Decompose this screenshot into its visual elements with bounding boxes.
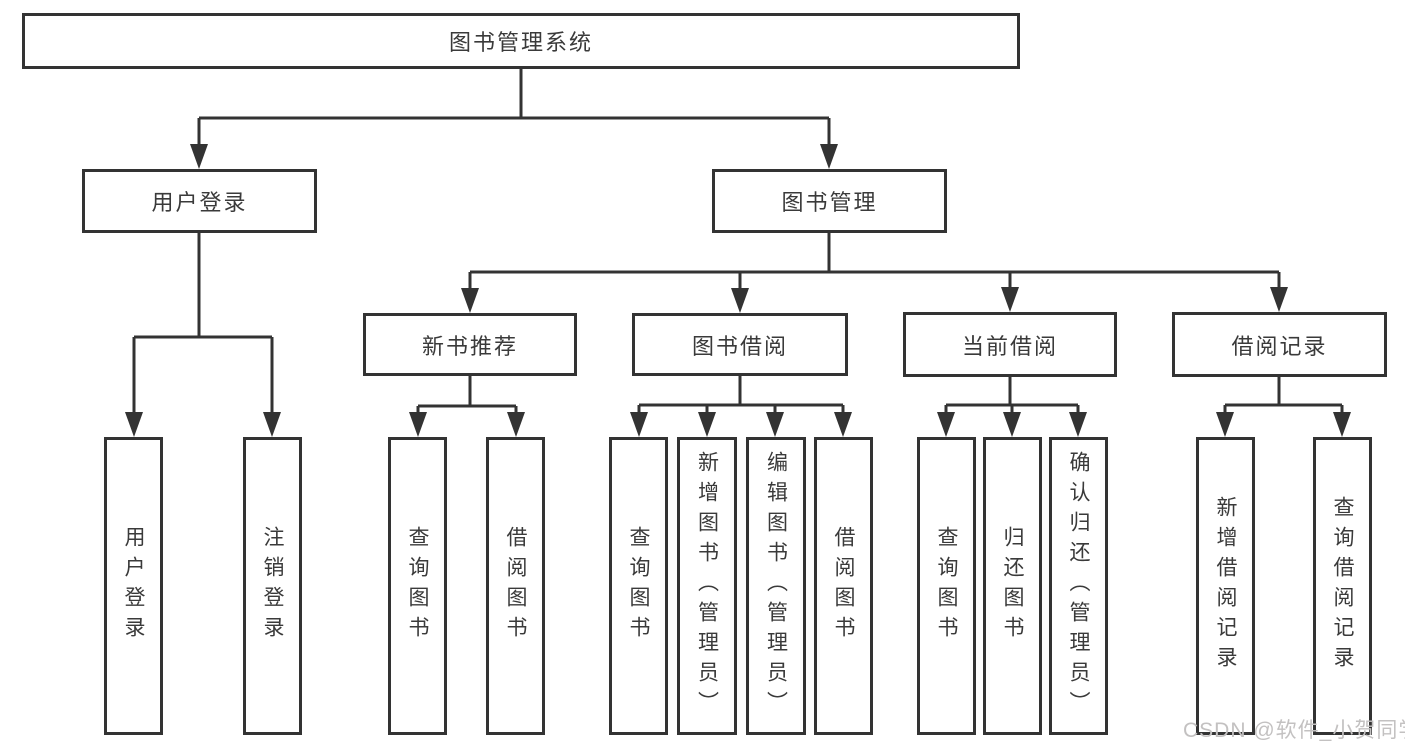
leaf-recommend-query-book: 查询图书: [388, 437, 447, 735]
leaf-borrow-query-book: 查询图书: [609, 437, 668, 735]
leaf-logout-label: 注销登录: [261, 526, 284, 646]
node-user-login-label: 用户登录: [151, 190, 248, 215]
leaf-query-borrow-record: 查询借阅记录: [1313, 437, 1372, 735]
leaf-recommend-borrow-book: 借阅图书: [486, 437, 545, 735]
leaf-confirm-return-admin-label: 确认归还（管理员）: [1067, 451, 1090, 721]
leaf-edit-book-admin: 编辑图书（管理员）: [746, 437, 806, 735]
node-new-book-recommend-label: 新书推荐: [421, 333, 518, 359]
leaf-recommend-borrow-book-label: 借阅图书: [504, 526, 527, 646]
node-book-borrow: 图书借阅: [632, 313, 848, 376]
leaf-borrow-query-book-label: 查询图书: [627, 526, 650, 646]
leaf-return-book-label: 归还图书: [1001, 526, 1024, 646]
leaf-logout: 注销登录: [243, 437, 302, 735]
leaf-return-book: 归还图书: [983, 437, 1042, 735]
node-book-management-label: 图书管理: [781, 190, 878, 215]
node-book-borrow-label: 图书借阅: [691, 333, 788, 359]
node-new-book-recommend: 新书推荐: [363, 313, 577, 376]
arrowheads: [125, 144, 1351, 437]
leaf-user-login: 用户登录: [104, 437, 163, 735]
leaf-query-borrow-record-label: 查询借阅记录: [1331, 496, 1354, 676]
leaf-confirm-return-admin: 确认归还（管理员）: [1049, 437, 1108, 735]
node-user-login: 用户登录: [82, 169, 317, 233]
leaf-recommend-query-book-label: 查询图书: [406, 526, 429, 646]
leaf-add-book-admin-label: 新增图书（管理员）: [695, 451, 719, 721]
leaf-user-login-label: 用户登录: [122, 526, 145, 646]
leaf-edit-book-admin-label: 编辑图书（管理员）: [764, 451, 788, 721]
leaf-borrow-book-label: 借阅图书: [832, 526, 855, 646]
leaf-current-query-book-label: 查询图书: [935, 526, 958, 646]
leaf-borrow-book: 借阅图书: [814, 437, 873, 735]
node-current-borrow: 当前借阅: [903, 312, 1117, 377]
node-root-label: 图书管理系统: [448, 30, 593, 55]
node-borrow-records: 借阅记录: [1172, 312, 1387, 377]
leaf-current-query-book: 查询图书: [917, 437, 976, 735]
leaf-add-borrow-record: 新增借阅记录: [1196, 437, 1255, 735]
node-current-borrow-label: 当前借阅: [961, 333, 1058, 359]
leaf-add-borrow-record-label: 新增借阅记录: [1214, 496, 1237, 676]
node-borrow-records-label: 借阅记录: [1231, 333, 1328, 359]
node-root-system: 图书管理系统: [22, 13, 1020, 69]
node-book-management: 图书管理: [712, 169, 947, 233]
leaf-add-book-admin: 新增图书（管理员）: [677, 437, 737, 735]
csdn-watermark: CSDN @软件_小贺同学: [1183, 719, 1405, 742]
